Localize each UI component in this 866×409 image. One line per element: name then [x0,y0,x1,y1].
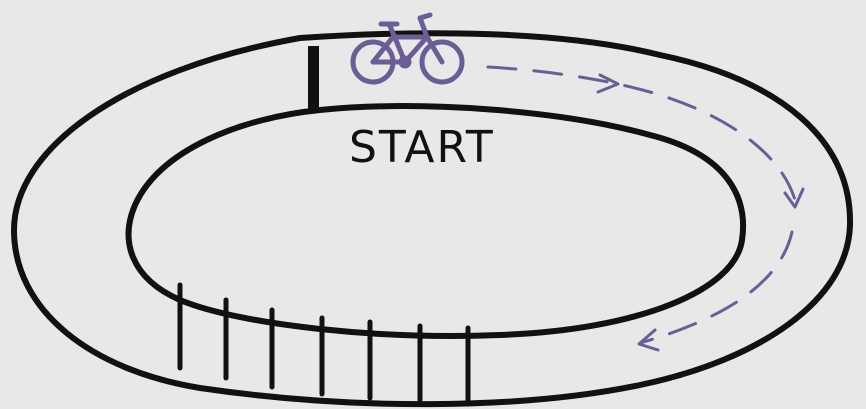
direction-path-bottom [640,232,792,343]
start-gate [308,46,319,112]
start-label: START [349,126,495,170]
arrowhead-right [598,75,618,92]
bicycle-icon [353,15,462,82]
outer-track-boundary [14,33,850,404]
lane-dividers [180,285,468,402]
direction-arrow [488,67,803,350]
